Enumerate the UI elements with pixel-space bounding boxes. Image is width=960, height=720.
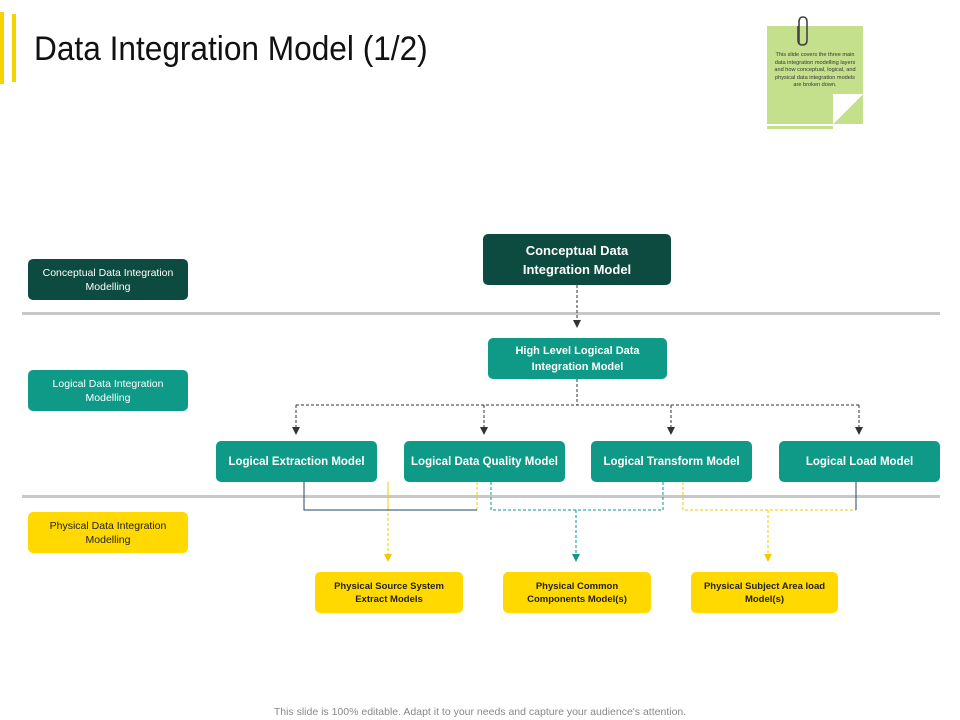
node-physical-source: Physical Source System Extract Models (315, 572, 463, 613)
accent-bar-right (12, 14, 16, 82)
sticky-note-fold (833, 94, 863, 124)
accent-bar-left (0, 12, 4, 84)
node-logical-extraction: Logical Extraction Model (216, 441, 377, 482)
node-logical-transform: Logical Transform Model (591, 441, 752, 482)
separator-logical-physical (22, 495, 940, 498)
page-title: Data Integration Model (1/2) (34, 30, 428, 68)
node-conceptual-model: Conceptual Data Integration Model (483, 234, 671, 285)
node-high-level-logical: High Level Logical Data Integration Mode… (488, 338, 667, 379)
node-logical-load: Logical Load Model (779, 441, 940, 482)
paperclip-icon (797, 16, 808, 46)
footer-note: This slide is 100% editable. Adapt it to… (273, 706, 687, 718)
node-physical-subject: Physical Subject Area load Model(s) (691, 572, 838, 613)
separator-conceptual-logical (22, 312, 940, 315)
sticky-note-text: This slide covers the three main data in… (774, 52, 856, 89)
layer-label-conceptual: Conceptual Data Integration Modelling (28, 259, 188, 300)
node-logical-quality: Logical Data Quality Model (404, 441, 565, 482)
layer-label-physical: Physical Data Integration Modelling (28, 512, 188, 553)
layer-label-logical: Logical Data Integration Modelling (28, 370, 188, 411)
sticky-note-shadow (767, 126, 833, 129)
node-physical-common: Physical Common Components Model(s) (503, 572, 651, 613)
